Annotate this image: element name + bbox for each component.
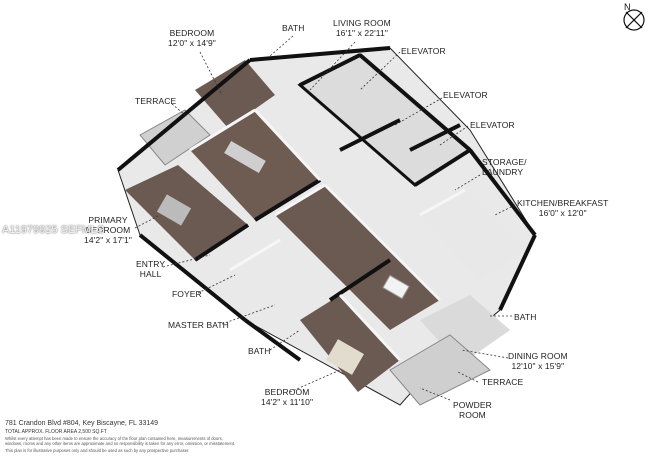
label-name: BATH <box>514 312 537 322</box>
label-dim: 16'1" x 22'11" <box>335 28 388 38</box>
leader-lines <box>134 35 516 401</box>
label-dim: 16'0" x 12'0" <box>538 208 587 218</box>
compass-north-label: N <box>624 2 631 12</box>
watermark: A11979925 SEFMLS <box>2 224 105 236</box>
label-bath-top: BATH <box>282 23 304 33</box>
label-name: ELEVATOR <box>401 46 446 56</box>
label-name: KITCHEN/BREAKFAST <box>517 198 609 208</box>
footer-disclaimer-2: windows, rooms and any other items are a… <box>5 441 236 446</box>
label-name: POWDER <box>453 400 492 410</box>
dining-table <box>382 274 410 300</box>
label-dim: 12'10" x 15'9" <box>511 361 565 371</box>
label-name: TERRACE <box>482 377 524 387</box>
label-name: FOYER <box>172 289 202 299</box>
label-bath-bottom: BATH <box>248 346 270 356</box>
bed-3 <box>326 339 364 375</box>
label-elevator-3: ELEVATOR <box>470 120 515 130</box>
walls-black <box>116 46 537 362</box>
label-name: LIVING ROOM <box>333 18 391 28</box>
label-name: BATH <box>248 346 271 356</box>
label-dim: 14'2" x 17'1" <box>84 235 132 245</box>
kitchen-floor <box>420 190 525 280</box>
label-dim: 12'0" x 14'9" <box>168 38 216 48</box>
footer-disclaimer-3: This plan is for illustrative purposes o… <box>5 448 190 453</box>
footer-disclaimer-1: Whilst every attempt has been made to en… <box>5 436 223 441</box>
footer-address: 781 Crandon Blvd #804, Key Biscayne, FL … <box>5 420 159 427</box>
label-foyer: FOYER <box>172 289 202 299</box>
terrace-top-floor <box>139 109 211 166</box>
label-terrace-bottom: TERRACE <box>482 377 523 387</box>
label-dim: ROOM <box>459 410 486 420</box>
label-bath-right: BATH <box>514 312 536 322</box>
label-dim: 14'2" x 11'10" <box>261 397 314 407</box>
label-master-bath: MASTER BATH <box>168 320 229 330</box>
label-dim: LAUNDRY <box>482 167 524 177</box>
sofa <box>224 140 266 174</box>
label-name: ELEVATOR <box>470 120 515 130</box>
label-name: BATH <box>282 23 305 33</box>
label-name: TERRACE <box>135 96 177 106</box>
bedroom-2-floor <box>195 60 275 128</box>
bedroom-3-floor <box>300 295 400 392</box>
label-name: BEDROOM <box>169 28 215 38</box>
compass-icon: N <box>623 2 645 31</box>
label-terrace-top: TERRACE <box>135 96 176 106</box>
label-name: BEDROOM <box>264 387 310 397</box>
label-name: ELEVATOR <box>443 90 488 100</box>
label-name: STORAGE/ <box>482 157 527 167</box>
terrace-bottom-floor <box>389 334 491 406</box>
label-elevator-1: ELEVATOR <box>401 46 446 56</box>
walls-white <box>189 108 466 362</box>
dining-floor <box>420 295 510 365</box>
label-name: DINING ROOM <box>508 351 568 361</box>
footer-floor-area: TOTAL APPROX. FLOOR AREA 2,500 SQ.FT <box>5 429 107 435</box>
label-elevator-2: ELEVATOR <box>443 90 488 100</box>
label-name: ENTRY <box>136 259 166 269</box>
label-name: MASTER BATH <box>168 320 229 330</box>
label-dim: HALL <box>139 269 162 279</box>
label-name: PRIMARY BEDROOM <box>85 215 131 235</box>
bed-primary <box>156 194 192 226</box>
label-storage-laundry: STORAGE/LAUNDRY <box>482 157 527 177</box>
